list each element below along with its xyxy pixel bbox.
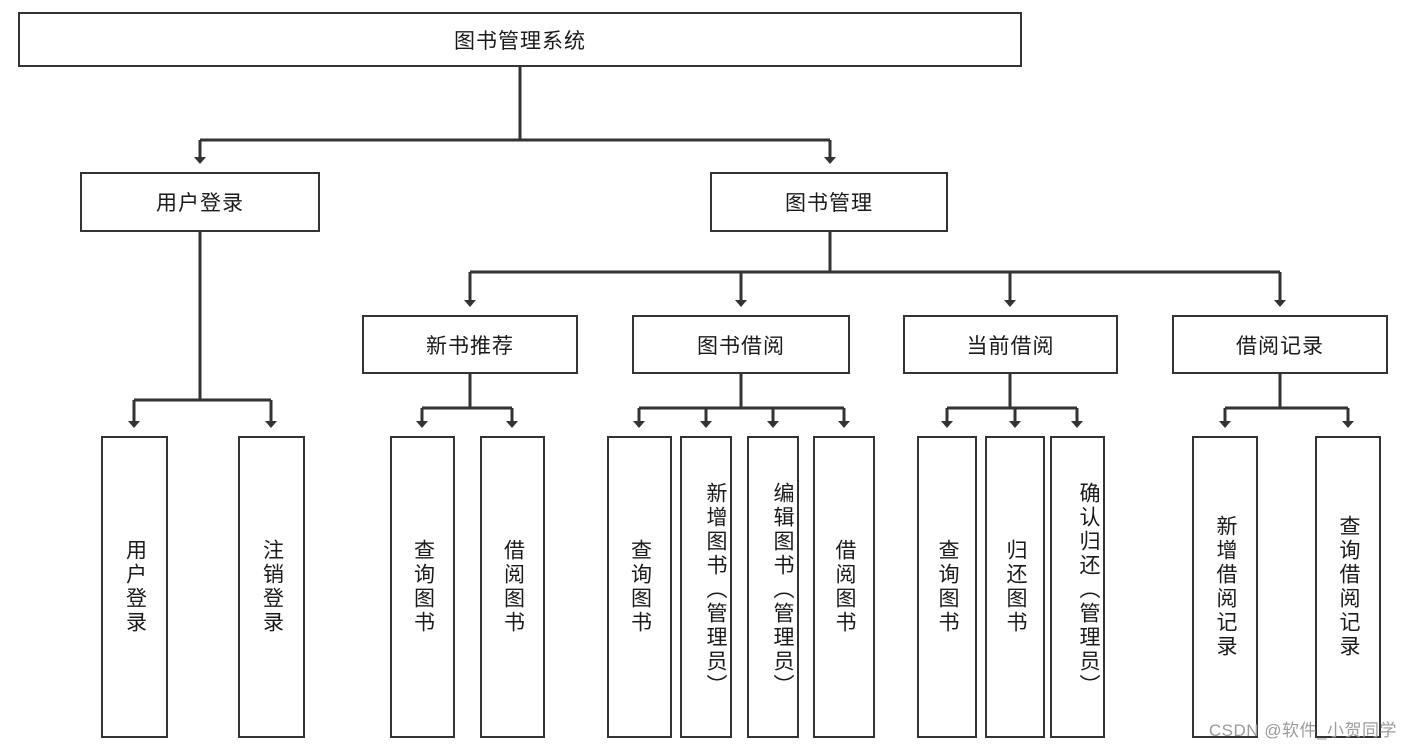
node-leaf-query-record-label: 查询借阅记录 <box>1337 515 1360 659</box>
node-leaf-user-login-label: 用户登录 <box>123 539 147 635</box>
node-borrow-record-label: 借阅记录 <box>1236 334 1324 358</box>
node-leaf-query-book-3-label: 查询图书 <box>936 539 959 635</box>
node-leaf-borrow-book-2[interactable]: 借阅图书 <box>813 436 875 738</box>
node-borrow-record[interactable]: 借阅记录 <box>1172 315 1388 374</box>
node-root-label: 图书管理系统 <box>454 29 586 53</box>
node-new-book-recommend-label: 新书推荐 <box>426 334 514 358</box>
node-new-book-recommend[interactable]: 新书推荐 <box>362 315 578 374</box>
node-user-login[interactable]: 用户登录 <box>80 172 320 232</box>
node-leaf-query-book-1[interactable]: 查询图书 <box>390 436 455 738</box>
node-leaf-logout-label: 注销登录 <box>260 539 284 635</box>
node-leaf-query-book-3[interactable]: 查询图书 <box>917 436 977 738</box>
node-leaf-borrow-book-1[interactable]: 借阅图书 <box>480 436 545 738</box>
node-leaf-add-book[interactable]: 新增图书（管理员） <box>680 436 732 738</box>
node-book-manage[interactable]: 图书管理 <box>710 172 948 232</box>
watermark: CSDN @软件_小贺同学 <box>1208 721 1397 740</box>
node-leaf-edit-book-label: 编辑图书（管理员） <box>771 482 794 698</box>
node-current-borrow-label: 当前借阅 <box>966 334 1055 358</box>
node-book-borrow-label: 图书借阅 <box>697 334 785 358</box>
node-leaf-user-login[interactable]: 用户登录 <box>101 436 168 738</box>
node-book-borrow[interactable]: 图书借阅 <box>632 315 850 374</box>
node-leaf-query-book-2[interactable]: 查询图书 <box>607 436 672 738</box>
node-leaf-query-book-2-label: 查询图书 <box>628 539 652 635</box>
node-root[interactable]: 图书管理系统 <box>18 12 1022 67</box>
node-leaf-return-book[interactable]: 归还图书 <box>985 436 1045 738</box>
node-leaf-add-book-label: 新增图书（管理员） <box>704 482 727 698</box>
node-user-login-label: 用户登录 <box>156 192 244 215</box>
node-current-borrow[interactable]: 当前借阅 <box>903 315 1118 374</box>
node-leaf-return-book-label: 归还图书 <box>1004 539 1027 635</box>
node-leaf-add-record[interactable]: 新增借阅记录 <box>1192 436 1258 738</box>
node-leaf-query-record[interactable]: 查询借阅记录 <box>1315 436 1381 738</box>
node-leaf-edit-book[interactable]: 编辑图书（管理员） <box>747 436 799 738</box>
node-book-manage-label: 图书管理 <box>785 192 873 215</box>
node-leaf-query-book-1-label: 查询图书 <box>411 539 435 635</box>
node-leaf-confirm-return[interactable]: 确认归还（管理员） <box>1050 436 1105 738</box>
node-leaf-confirm-return-label: 确认归还（管理员） <box>1077 482 1100 698</box>
node-leaf-add-record-label: 新增借阅记录 <box>1214 515 1237 659</box>
node-leaf-logout[interactable]: 注销登录 <box>238 436 305 738</box>
node-leaf-borrow-book-1-label: 借阅图书 <box>501 539 525 635</box>
node-leaf-borrow-book-2-label: 借阅图书 <box>833 539 856 635</box>
